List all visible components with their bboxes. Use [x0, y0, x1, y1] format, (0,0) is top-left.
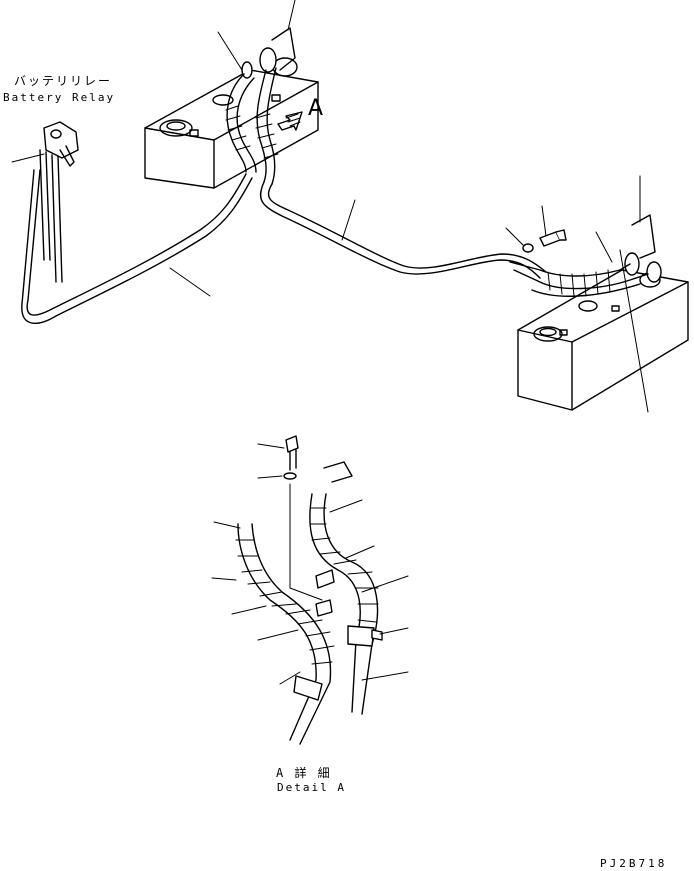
battery-relay-label-en: Battery Relay — [3, 91, 116, 104]
left-cable-bundle — [225, 67, 279, 185]
battery-lower-right — [517, 269, 689, 411]
battery-relay-label-jp: バッテリリレー — [14, 74, 113, 88]
view-a-arrow — [277, 111, 303, 131]
right-cable-bundle — [509, 261, 649, 297]
detail-a-label-jp: A 詳 細 — [276, 766, 332, 780]
detail-a-view — [211, 435, 409, 745]
battery-terminals-left — [217, 0, 296, 79]
cable-to-relay — [21, 169, 253, 324]
detail-a-label-en: Detail A — [277, 781, 346, 794]
battery-relay — [11, 121, 79, 283]
battery-terminals-right — [505, 175, 662, 413]
drawing-code: PJ2B718 — [600, 857, 668, 870]
view-a-marker: A — [308, 96, 324, 121]
cable-to-right-battery — [259, 181, 547, 279]
